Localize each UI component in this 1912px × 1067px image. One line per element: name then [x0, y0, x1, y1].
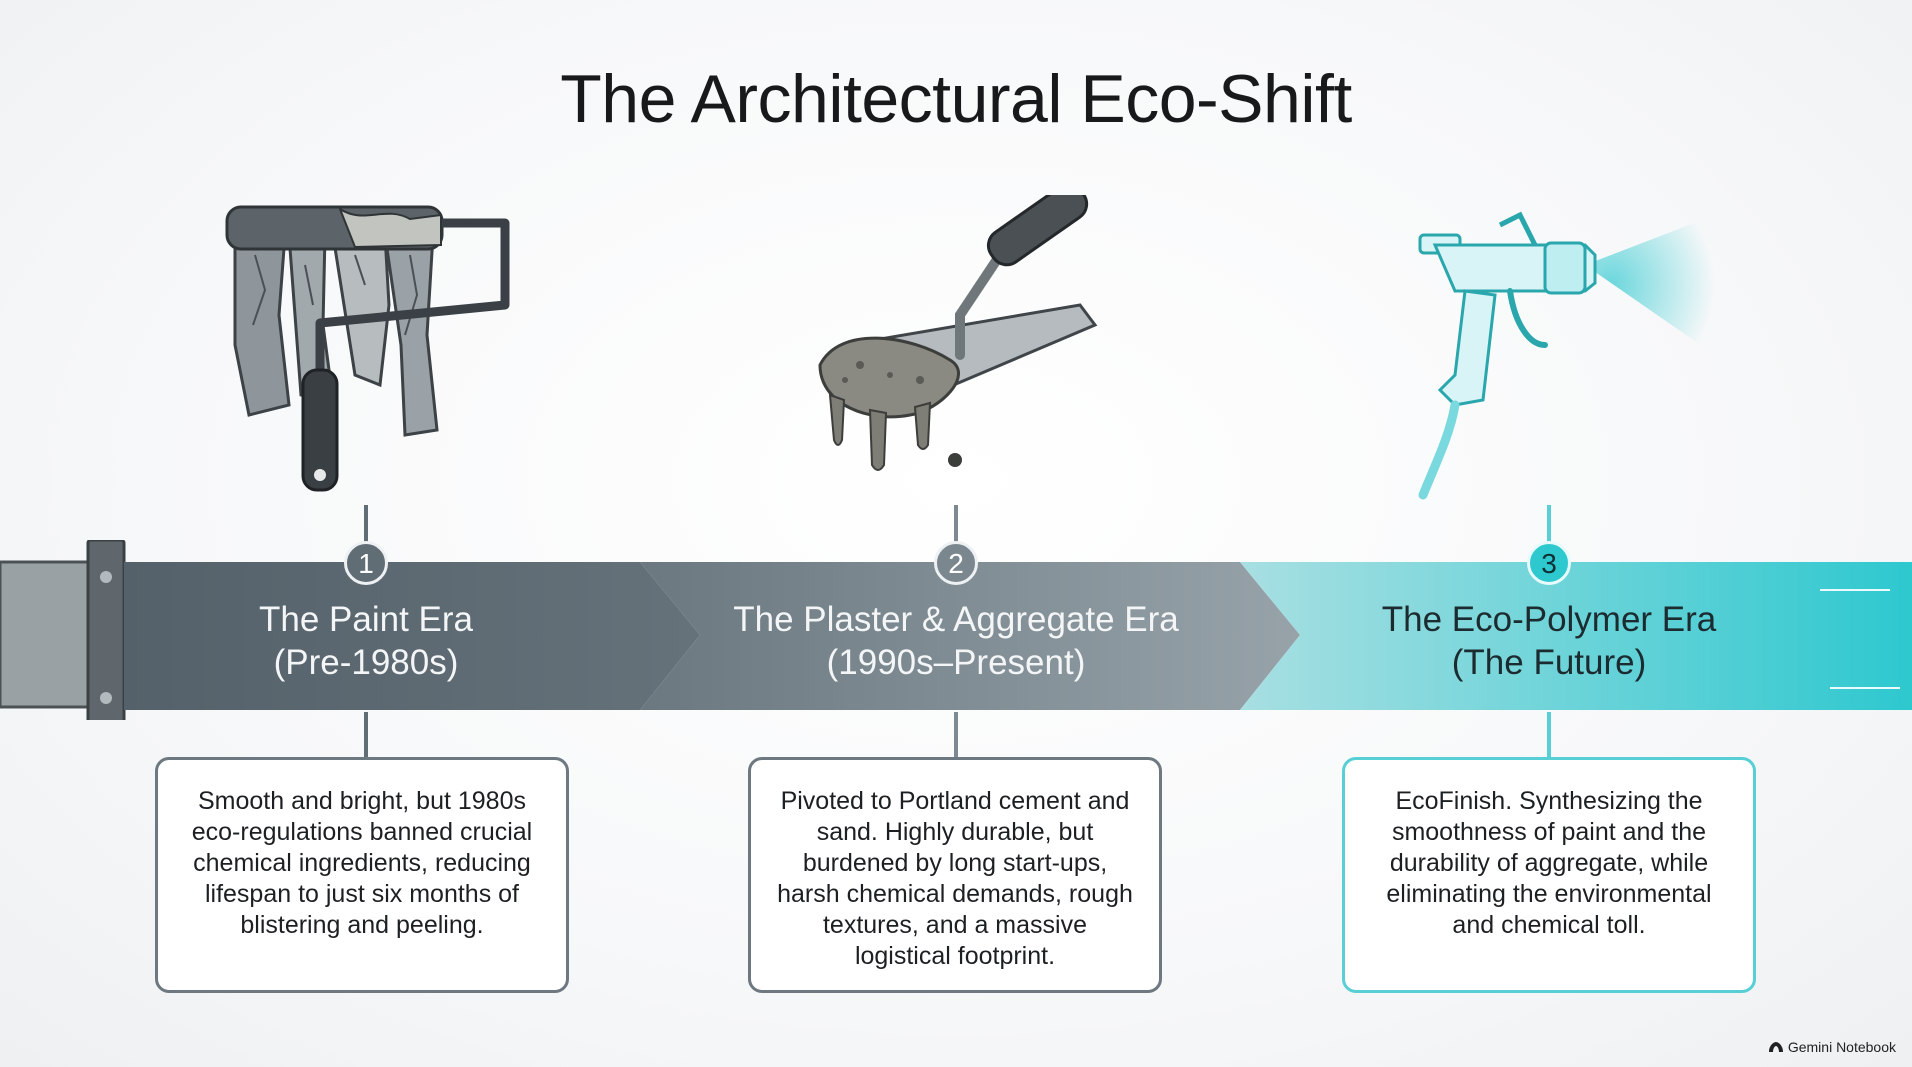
stem-bottom-3	[1547, 712, 1551, 758]
stem-bottom-2	[954, 712, 958, 758]
stem-top-3	[1547, 505, 1551, 547]
paint-roller-icon	[205, 195, 525, 505]
stem-bottom-1	[364, 712, 368, 758]
era-1-name: The Paint Era	[259, 600, 473, 639]
spray-gun-icon	[1395, 195, 1715, 505]
era-1-title: The Paint Era (Pre-1980s)	[106, 598, 626, 684]
page-title: The Architectural Eco-Shift	[560, 61, 1352, 137]
stem-top-1	[364, 505, 368, 547]
timeline-band	[0, 540, 1912, 720]
era-3-description: EcoFinish. Synthesizing the smoothness o…	[1386, 787, 1712, 939]
era-3-title: The Eco-Polymer Era (The Future)	[1289, 598, 1809, 684]
era-1-badge: 1	[344, 541, 388, 585]
era-2-name: The Plaster & Aggregate Era	[733, 600, 1179, 639]
era-3-card: EcoFinish. Synthesizing the smoothness o…	[1342, 757, 1756, 993]
era-2-period: (1990s–Present)	[826, 643, 1086, 682]
stem-top-2	[954, 505, 958, 547]
era-2-card: Pivoted to Portland cement and sand. Hig…	[748, 757, 1162, 993]
era-1-description: Smooth and bright, but 1980s eco-regulat…	[191, 787, 533, 939]
era-1-card: Smooth and bright, but 1980s eco-regulat…	[155, 757, 569, 993]
era-2-title: The Plaster & Aggregate Era (1990s–Prese…	[696, 598, 1216, 684]
brand-watermark: Gemini Notebook	[1768, 1039, 1896, 1055]
era-1-period: (Pre-1980s)	[273, 643, 459, 682]
era-3-badge: 3	[1527, 541, 1571, 585]
trowel-icon	[800, 195, 1120, 505]
era-2-description: Pivoted to Portland cement and sand. Hig…	[777, 787, 1133, 970]
notebook-logo-icon	[1768, 1042, 1783, 1052]
brand-label: Gemini Notebook	[1787, 1039, 1896, 1055]
era-3-period: (The Future)	[1451, 643, 1647, 682]
era-3-name: The Eco-Polymer Era	[1381, 600, 1717, 639]
era-2-badge: 2	[934, 541, 978, 585]
